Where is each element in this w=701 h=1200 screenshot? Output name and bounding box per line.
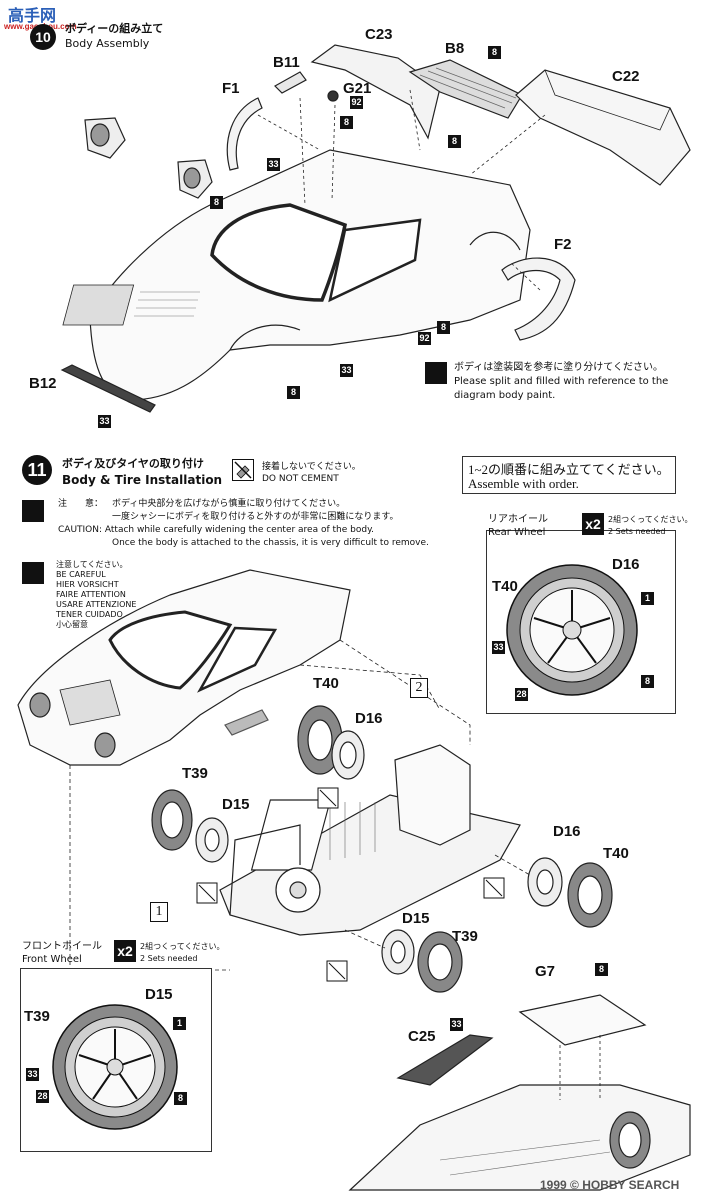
watermark-hobby-search: 1999 © HOBBY SEARCH: [540, 1178, 680, 1192]
badge-33-b: 33: [340, 364, 353, 377]
rear-qty-en: 2 Sets needed: [608, 527, 666, 536]
badge-8-b: 8: [287, 386, 300, 399]
front-qty-jp: 2組つくってください。: [140, 942, 225, 951]
careful-line: USARE ATTENZIONE: [56, 600, 137, 609]
step11-title-jp: ボディ及びタイヤの取り付け: [62, 457, 204, 470]
careful-line: BE CAREFUL: [56, 570, 106, 579]
front-wheel-title-jp: フロントホイール: [22, 941, 102, 952]
badge-8-left: 8: [210, 196, 223, 209]
front-badge-28: 28: [36, 1090, 49, 1103]
rear-wheel-title-en: Rear Wheel: [488, 527, 546, 538]
label-g21: G21: [343, 80, 372, 97]
paint-note-jp: ボディは塗装図を参考に塗り分けてください。: [454, 362, 663, 373]
watermark-brand: 高手网: [8, 8, 57, 25]
front-label-d15: D15: [145, 986, 173, 1003]
careful-icon: [22, 562, 44, 584]
order-note-en: Assemble with order.: [468, 476, 579, 491]
front-badge-33: 33: [26, 1068, 39, 1081]
order-box-1: 1: [150, 902, 168, 922]
badge-g7-8: 8: [595, 963, 608, 976]
caution-jp1: ボディ中央部分を広げながら慎重に取り付けてください。: [112, 499, 346, 509]
caution-en2: Once the body is attached to the chassis…: [112, 538, 429, 548]
label-b12: B12: [29, 375, 57, 392]
badge-b12-33: 33: [98, 415, 111, 428]
label-b8: B8: [445, 40, 465, 57]
caution-en1: CAUTION: Attach while carefully widening…: [58, 525, 374, 535]
label-c22: C22: [612, 68, 640, 85]
badge-92: 92: [418, 332, 431, 345]
front-badge-8: 8: [174, 1092, 187, 1105]
rear-badge-1: 1: [641, 592, 654, 605]
label-f1: F1: [222, 80, 240, 97]
rear-qty-badge: x2: [582, 513, 604, 535]
paint-note-en1: Please split and filled with reference t…: [454, 376, 669, 387]
label-t40-right: T40: [603, 845, 629, 862]
caution-label-jp: 注 意：: [58, 499, 104, 509]
label-d15-bottom: D15: [402, 910, 430, 927]
front-wheel-title-en: Front Wheel: [22, 954, 82, 965]
front-qty-badge: x2: [114, 940, 136, 962]
step10-title-jp: ボディーの組み立て: [65, 22, 164, 35]
label-t39-bottom: T39: [452, 928, 478, 945]
order-box-2: 2: [410, 678, 428, 698]
installation-drawing: [17, 569, 691, 1191]
label-c25: C25: [408, 1028, 436, 1045]
careful-line: HIER VORSICHT: [56, 580, 119, 589]
label-d15-top: D15: [222, 796, 250, 813]
no-cement-en: DO NOT CEMENT: [262, 474, 339, 484]
body-assembly-drawing: [60, 44, 691, 413]
step11-number: 11: [22, 455, 52, 485]
label-d16-right: D16: [553, 823, 581, 840]
rear-qty-jp: 2組つくってください。: [608, 515, 693, 524]
caution-jp2: 一度シャシーにボディを取り付けると外すのが非常に困難になります。: [112, 512, 399, 522]
no-cement-jp: 接着しないでください。: [262, 462, 361, 472]
careful-list: 注意してください。 BE CAREFUL HIER VORSICHT FAIRE…: [56, 560, 136, 630]
caution-icon: [22, 500, 44, 522]
label-t40-top: T40: [313, 675, 339, 692]
label-f2: F2: [554, 236, 572, 253]
label-g7: G7: [535, 963, 556, 980]
careful-line: 小心留意: [56, 620, 88, 629]
step10-title-en: Body Assembly: [65, 37, 150, 50]
badge-8-a: 8: [437, 321, 450, 334]
careful-line: TENER CUIDADO: [56, 610, 123, 619]
front-label-t39: T39: [24, 1008, 50, 1025]
rear-wheel-title-jp: リアホイール: [488, 514, 548, 525]
rear-badge-8: 8: [641, 675, 654, 688]
rear-label-d16: D16: [612, 556, 640, 573]
rear-wheel-drawing: [506, 564, 638, 696]
label-d16-top: D16: [355, 710, 383, 727]
label-b11: B11: [273, 54, 300, 71]
careful-line: FAIRE ATTENTION: [56, 590, 126, 599]
paint-icon: [425, 362, 447, 384]
badge-c25-33: 33: [450, 1018, 463, 1031]
order-note-box: [462, 456, 676, 494]
no-cement-icon: [232, 459, 254, 481]
front-wheel-drawing: [52, 1004, 178, 1130]
rear-badge-33: 33: [492, 641, 505, 654]
rear-badge-28: 28: [515, 688, 528, 701]
paint-note-en2: diagram body paint.: [454, 390, 556, 401]
badge-c23-8: 8: [448, 135, 461, 148]
badge-33-a: 33: [267, 158, 280, 171]
step10-number: 10: [30, 24, 56, 50]
badge-g21-92: 92: [350, 96, 363, 109]
badge-b8: 8: [488, 46, 501, 59]
step11-title-en: Body & Tire Installation: [62, 473, 223, 487]
order-note-jp: 1~2の順番に組み立ててください。: [468, 462, 670, 477]
careful-line: 注意してください。: [56, 560, 128, 569]
front-qty-en: 2 Sets needed: [140, 954, 198, 963]
front-badge-1: 1: [173, 1017, 186, 1030]
label-c23: C23: [365, 26, 393, 43]
badge-g21-8: 8: [340, 116, 353, 129]
label-t39-top: T39: [182, 765, 208, 782]
rear-label-t40: T40: [492, 578, 518, 595]
